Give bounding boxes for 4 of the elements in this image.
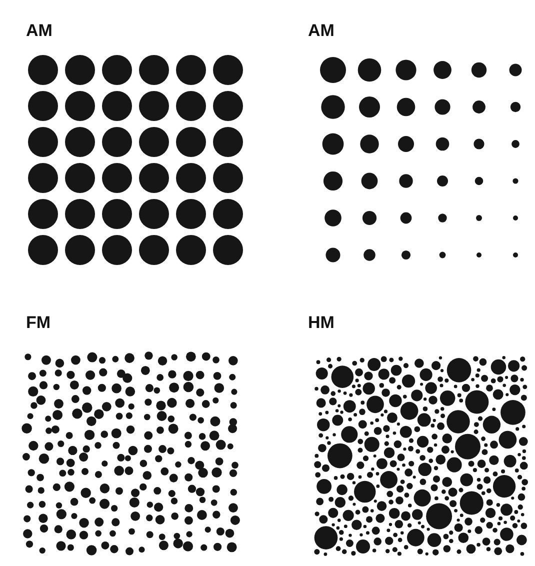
pattern-label: AM [308, 22, 334, 39]
pattern-label: HM [308, 314, 334, 331]
pattern-label: FM [26, 314, 51, 331]
pattern-label: AM [26, 22, 52, 39]
